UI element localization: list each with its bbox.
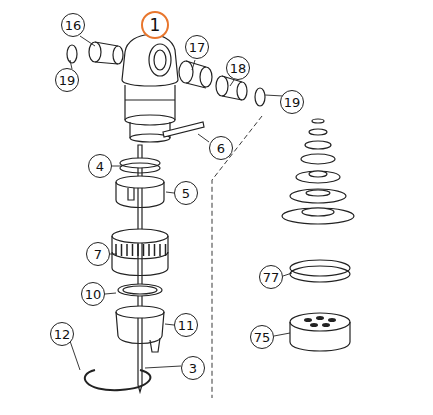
leader-lines [70, 36, 292, 370]
callout-number: 17 [185, 35, 209, 59]
callout-number: 18 [226, 56, 250, 80]
fitting-16 [89, 42, 123, 64]
washer-stack [282, 119, 354, 224]
knurled-ring-7 [112, 229, 168, 276]
elbow-body-1 [122, 34, 178, 142]
callout-number: 75 [250, 325, 274, 349]
filter-75 [290, 313, 350, 351]
snap-ring-12 [85, 370, 151, 390]
sleeve-17 [179, 61, 212, 88]
callout-number: 6 [209, 136, 233, 160]
ring-4 [120, 158, 160, 173]
ring-77 [290, 260, 350, 282]
callout-number: 5 [174, 181, 198, 205]
o-ring-10 [118, 284, 162, 296]
cap-5 [116, 176, 164, 208]
callout-number: 12 [50, 322, 74, 346]
o-ring-19 [67, 45, 77, 63]
o-ring-19 [255, 88, 265, 106]
callout-number: 19 [280, 90, 304, 114]
callout-number: 11 [174, 313, 198, 337]
callout-number: 4 [88, 154, 112, 178]
cup-11 [116, 306, 164, 352]
callout-number: 10 [81, 282, 105, 306]
callout-number: 3 [181, 356, 205, 380]
pin-6 [163, 122, 204, 137]
callout-number: 77 [259, 265, 283, 289]
callout-number: 19 [55, 68, 79, 92]
callout-number: 1 [141, 11, 169, 39]
fitting-18 [216, 76, 247, 100]
callout-number: 7 [86, 242, 110, 266]
callout-number: 16 [61, 13, 85, 37]
